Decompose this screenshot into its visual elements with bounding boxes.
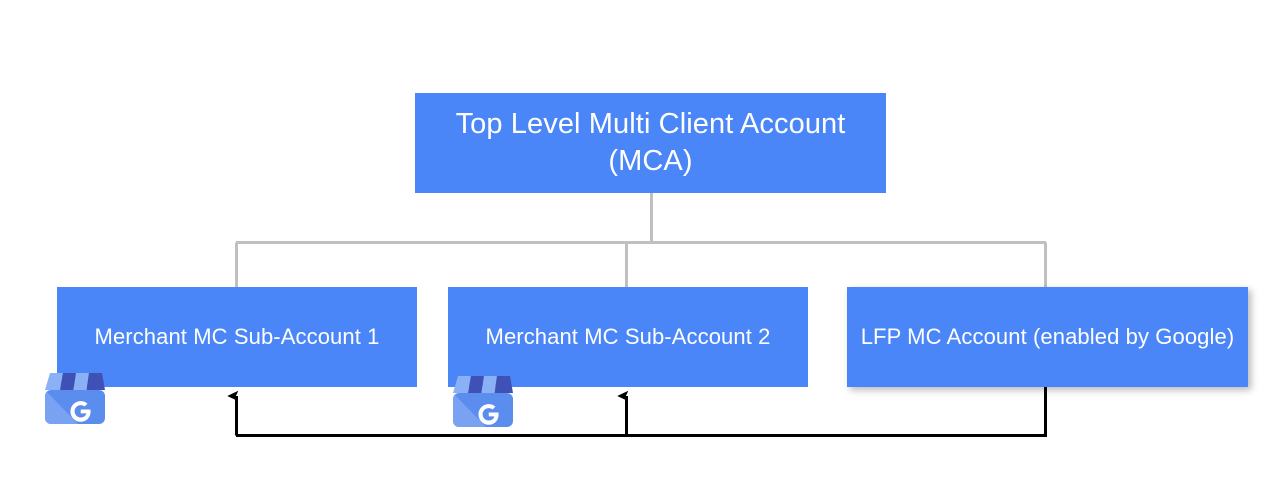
node-merchant-sub-account-1[interactable]: Merchant MC Sub-Account 1 xyxy=(57,287,417,387)
node-sub1-label: Merchant MC Sub-Account 1 xyxy=(94,324,380,350)
node-lfp-label: LFP MC Account (enabled by Google) xyxy=(860,324,1235,350)
node-top-level-mca[interactable]: Top Level Multi Client Account (MCA) xyxy=(415,93,886,193)
node-mca-label: Top Level Multi Client Account (MCA) xyxy=(455,108,846,177)
node-merchant-sub-account-2[interactable]: Merchant MC Sub-Account 2 xyxy=(448,287,808,387)
node-lfp-mc-account[interactable]: LFP MC Account (enabled by Google) xyxy=(847,287,1248,387)
google-business-profile-icon xyxy=(453,376,513,427)
node-sub2-label: Merchant MC Sub-Account 2 xyxy=(485,324,771,350)
google-business-profile-icon xyxy=(45,373,105,424)
